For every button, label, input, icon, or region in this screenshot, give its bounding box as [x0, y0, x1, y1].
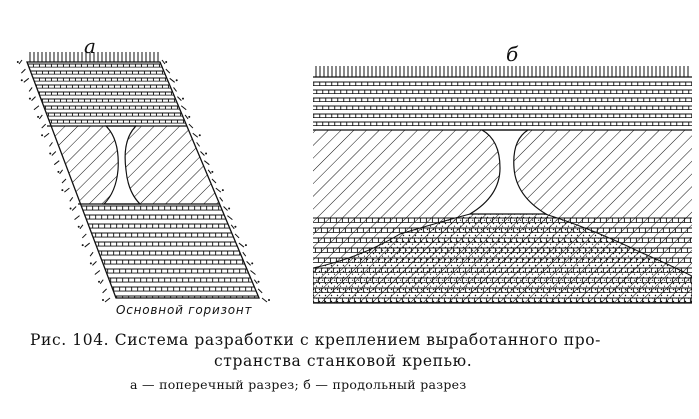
- label-a: а: [84, 34, 96, 58]
- support-pillar-b: [467, 129, 549, 215]
- upper-timber-sets-a: [27, 63, 259, 124]
- main-horizon-label: Основной горизонт: [116, 303, 253, 317]
- figure-caption-subtitle: а — поперечный разрез; б — продольный ра…: [130, 377, 467, 392]
- lower-timber-sets-a: [27, 205, 259, 298]
- longitudinal-section-b: [313, 66, 692, 304]
- upper-timber-sets-b: [313, 81, 692, 126]
- stope-outline-a: [26, 61, 260, 299]
- label-b: б: [506, 42, 519, 66]
- wall-rock-right-a: [161, 59, 270, 303]
- figure-caption-line-2: странства станковой крепью.: [214, 352, 473, 370]
- figure-caption-line-1: Рис. 104. Система разработки с крепление…: [30, 331, 601, 349]
- top-posts-b: [313, 66, 692, 78]
- wall-rock-left-a: [16, 59, 111, 303]
- ore-hatch-zone-a: [27, 126, 259, 204]
- cross-section-a: [16, 59, 270, 303]
- top-posts-a: [29, 52, 159, 62]
